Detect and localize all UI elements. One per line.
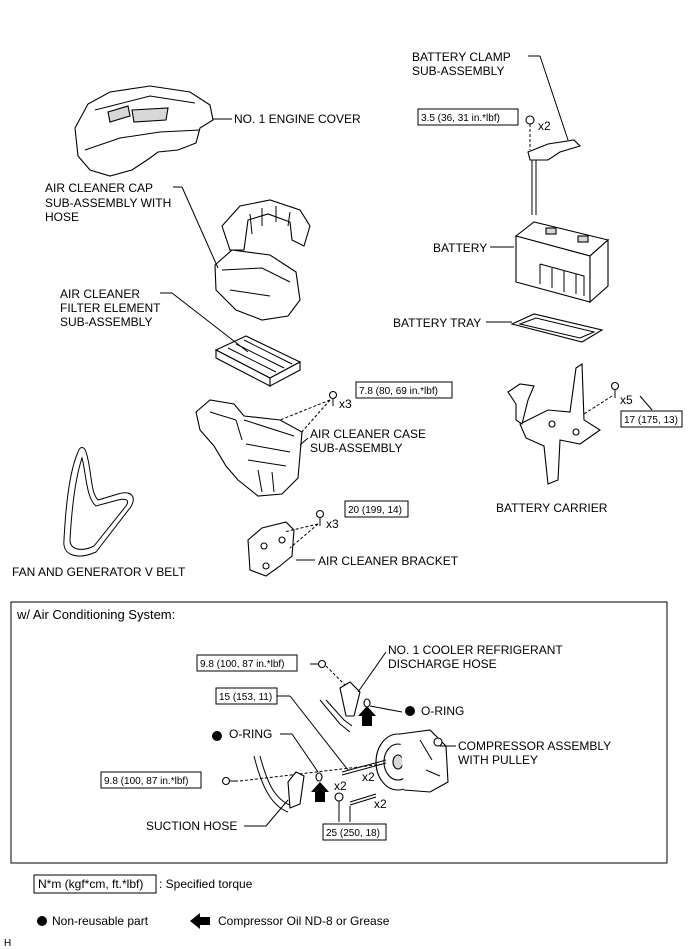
torque-air-cleaner-bracket: 20 (199, 14) (348, 505, 402, 516)
suction-hose-label: SUCTION HOSE (146, 819, 237, 833)
air-cleaner-cap (214, 199, 311, 321)
torque-box-air-cleaner-case (355, 381, 453, 399)
compressor-oil-arrow-icon (358, 706, 376, 726)
legend-compressor-oil: Compressor Oil ND-8 or Grease (218, 914, 390, 928)
legend-non-reusable: Non-reusable part (52, 914, 149, 928)
battery (514, 221, 610, 304)
o-ring-label-2: O-RING (229, 727, 272, 741)
non-reusable-dot-icon (37, 916, 47, 926)
battery-clamp-label-line2: SUB-ASSEMBLY (412, 64, 504, 78)
qty-compressor-c: x2 (334, 779, 347, 793)
discharge-hose (319, 681, 361, 733)
compressor-oil-arrow-icon (190, 913, 210, 929)
legend-torque-unit: N*m (kgf*cm, ft.*lbf) (38, 877, 143, 891)
air-cleaner-filter-label-line2: FILTER ELEMENT (60, 301, 161, 315)
corner-code: H (4, 938, 11, 949)
battery-clamp-label-line1: BATTERY CLAMP (412, 50, 511, 64)
battery-label: BATTERY (433, 241, 487, 255)
torque-box-battery-carrier (620, 410, 683, 428)
legend-torque-box (33, 874, 157, 894)
qty-battery-clamp: x2 (538, 119, 551, 133)
torque-compressor-top: 15 (153, 11) (219, 692, 272, 703)
suction-hose (253, 755, 305, 813)
torque-box-discharge-hose (196, 654, 298, 672)
discharge-hose-label-line2: DISCHARGE HOSE (388, 657, 497, 671)
qty-battery-carrier: x5 (620, 393, 633, 407)
o-ring-label-1: O-RING (421, 704, 464, 718)
engine-cover-label: NO. 1 ENGINE COVER (234, 112, 361, 126)
torque-box-compressor-bottom (322, 823, 387, 841)
air-cleaner-case (195, 399, 303, 497)
discharge-hose-label-line1: NO. 1 COOLER REFRIGERANT (388, 643, 563, 657)
ac-section-title: w/ Air Conditioning System: (16, 607, 175, 622)
o-ring-icon (315, 772, 323, 782)
bolt-icon (315, 509, 325, 526)
bolt-icon (610, 381, 620, 398)
battery-tray (510, 313, 604, 343)
torque-suction-hose: 9.8 (100, 87 in.*lbf) (104, 776, 189, 787)
bolt-icon (221, 776, 238, 786)
torque-compressor-bottom: 25 (250, 18) (326, 828, 380, 839)
torque-box-suction-hose (100, 771, 202, 789)
battery-carrier-label: BATTERY CARRIER (496, 501, 608, 515)
non-reusable-dot-icon (405, 706, 415, 716)
qty-compressor-a: x2 (362, 770, 375, 784)
air-cleaner-filter-label-line1: AIR CLEANER (60, 287, 140, 301)
legend-torque-text: : Specified torque (159, 877, 253, 891)
air-cleaner-cap-label-line3: HOSE (45, 210, 79, 224)
battery-carrier (507, 362, 601, 485)
battery-tray-label: BATTERY TRAY (393, 316, 481, 330)
torque-box-air-cleaner-bracket (344, 500, 409, 518)
torque-air-cleaner-case: 7.8 (80, 69 in.*lbf) (359, 386, 438, 397)
air-cleaner-bracket-label: AIR CLEANER BRACKET (318, 554, 459, 568)
compressor-oil-arrow-icon (311, 782, 329, 802)
v-belt (63, 447, 134, 557)
air-cleaner-filter-label-line3: SUB-ASSEMBLY (60, 315, 152, 329)
torque-box-battery-clamp (417, 108, 519, 126)
qty-air-cleaner-case: x3 (339, 397, 352, 411)
battery-clamp (527, 139, 582, 215)
bolt-icon (328, 390, 338, 406)
air-cleaner-case-label-line1: AIR CLEANER CASE (310, 427, 426, 441)
engine-cover (74, 85, 214, 177)
nut-icon (334, 792, 344, 802)
qty-air-cleaner-bracket: x3 (326, 517, 339, 531)
o-ring-icon (363, 698, 371, 708)
air-cleaner-cap-label-line1: AIR CLEANER CAP (45, 181, 153, 195)
torque-discharge-hose: 9.8 (100, 87 in.*lbf) (200, 659, 285, 670)
air-cleaner-bracket (247, 521, 295, 577)
qty-compressor-b: x2 (374, 797, 387, 811)
air-cleaner-case-label-line2: SUB-ASSEMBLY (310, 441, 402, 455)
air-cleaner-cap-label-line2: SUB-ASSEMBLY WITH (45, 196, 171, 210)
v-belt-label: FAN AND GENERATOR V BELT (12, 565, 186, 579)
compressor-label-line2: WITH PULLEY (458, 753, 538, 767)
torque-battery-clamp: 3.5 (36, 31 in.*lbf) (421, 113, 500, 124)
bolt-icon (310, 659, 327, 669)
nut-icon (525, 115, 535, 125)
non-reusable-dot-icon (212, 731, 222, 741)
air-cleaner-filter (214, 335, 302, 387)
compressor-label-line1: COMPRESSOR ASSEMBLY (458, 739, 611, 753)
torque-battery-carrier: 17 (175, 13) (624, 415, 678, 426)
compressor (375, 729, 449, 793)
